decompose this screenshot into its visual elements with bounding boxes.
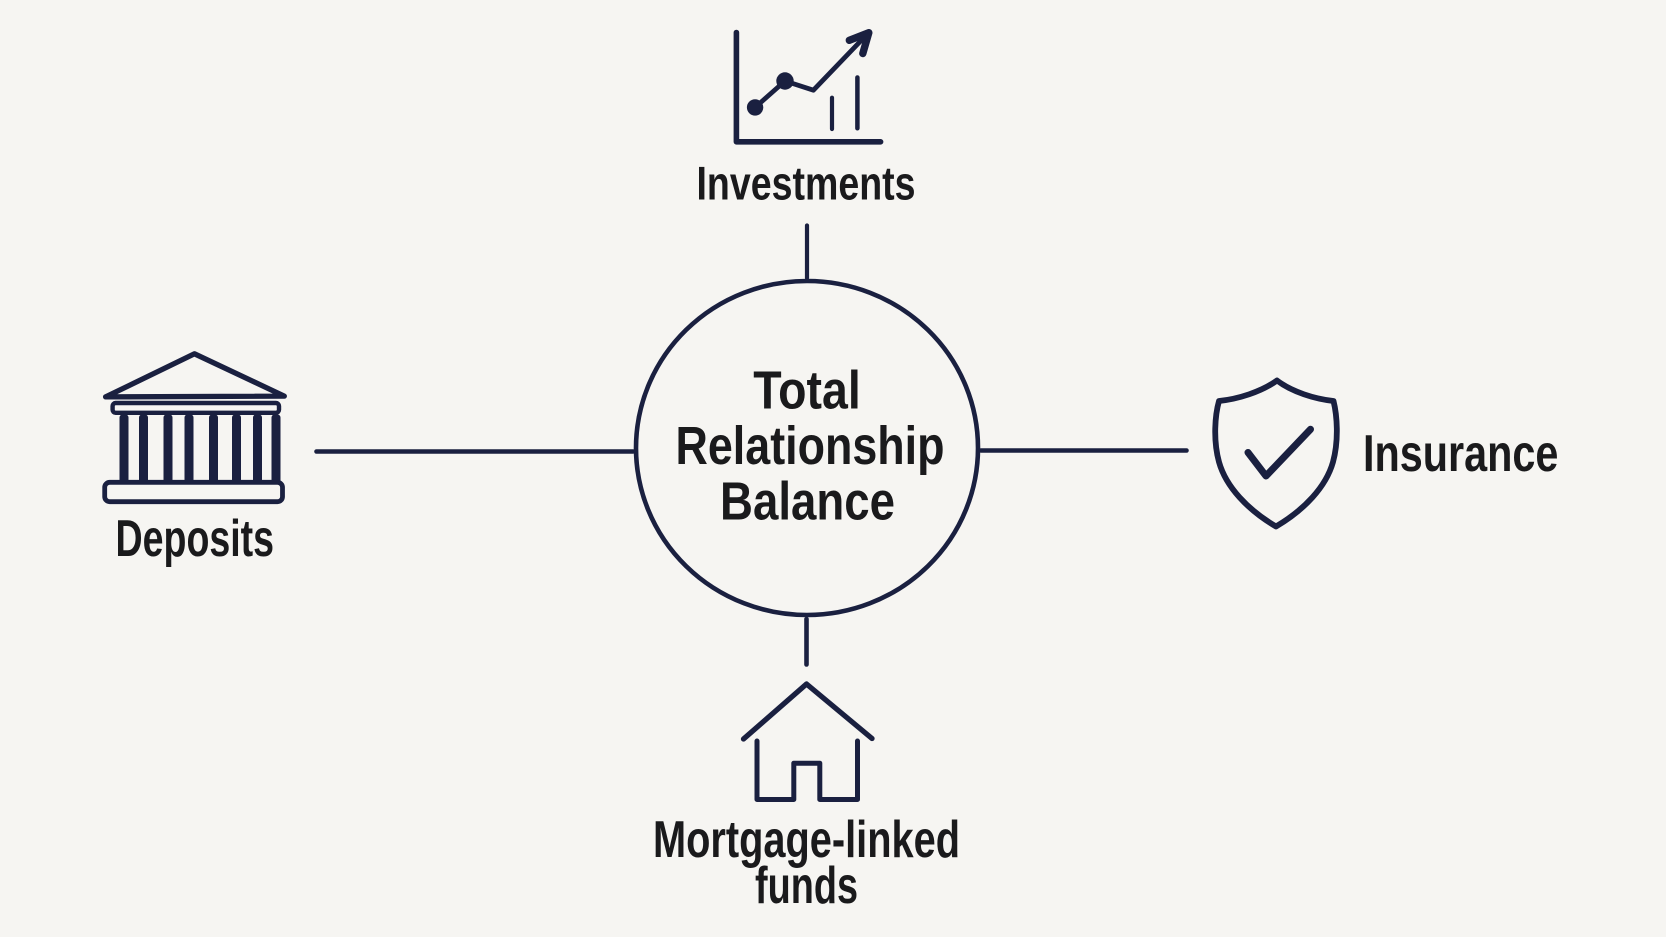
svg-text:funds: funds — [755, 857, 858, 915]
svg-text:Total: Total — [753, 360, 861, 420]
svg-text:Insurance: Insurance — [1363, 425, 1559, 483]
svg-text:Balance: Balance — [720, 472, 895, 532]
svg-text:Relationship: Relationship — [676, 416, 945, 476]
svg-text:Deposits: Deposits — [116, 510, 275, 568]
svg-text:Investments: Investments — [697, 157, 916, 210]
svg-text:Mortgage-linked: Mortgage-linked — [653, 811, 960, 869]
